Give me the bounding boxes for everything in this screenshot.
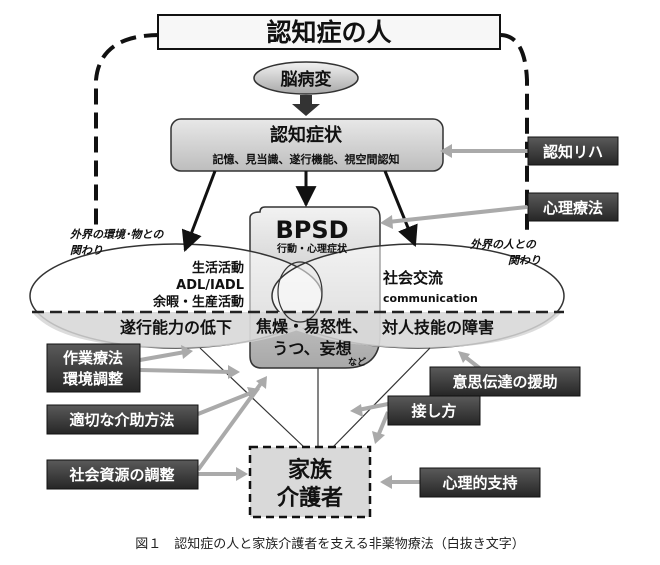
box-social-resources xyxy=(46,459,199,490)
cognitive-title: 認知症状 xyxy=(270,124,343,146)
arrow-head-approach-2 xyxy=(372,431,385,444)
arrow-social-resources-1 xyxy=(196,380,264,472)
bpsd-subtitle: 行動・心理症状 xyxy=(276,242,348,255)
left-activity-line3: 余暇・生産活動 xyxy=(152,294,244,310)
left-decline-text: 遂行能力の低下 xyxy=(120,318,232,337)
box-psych-support xyxy=(419,467,541,498)
family-line1: 家族 xyxy=(288,457,333,483)
line-right-to-family xyxy=(331,347,431,449)
left-oval-lower-shade xyxy=(32,312,320,348)
text-approach: 接し方 xyxy=(411,402,456,420)
arrow-psychotherapy xyxy=(387,205,528,224)
left-outer-label-line1: 外界の環境･物との xyxy=(69,228,164,241)
right-outer-label-line2: 関わり xyxy=(508,254,541,267)
family-caregiver-box xyxy=(248,445,372,519)
text-ot-line2: 環境調整 xyxy=(63,370,123,388)
text-cognitive-rehab: 認知リハ xyxy=(543,143,603,161)
left-activity-line1: 生活活動 xyxy=(192,260,244,276)
right-social-line1: 社会交流 xyxy=(382,269,443,287)
box-psychotherapy xyxy=(527,192,619,222)
arrow-ot-2 xyxy=(139,368,233,374)
arrow-cog-to-right xyxy=(383,170,418,247)
left-outer-label-line2: 関わり xyxy=(70,244,103,257)
arrow-approach-1 xyxy=(357,402,389,412)
bpsd-symptoms-line2: うつ、妄想 xyxy=(272,339,351,358)
right-social-line2: communication xyxy=(383,292,478,305)
brain-disease-ellipse xyxy=(253,61,359,95)
arrow-care-method xyxy=(197,390,254,416)
arrow-head-psychotherapy xyxy=(380,215,393,229)
arrow-head-communication-support xyxy=(458,351,470,363)
bpsd-symptoms-line1: 焦燥・易怒性、 xyxy=(255,317,368,336)
box-ot xyxy=(46,343,141,393)
box-communication-support xyxy=(429,366,581,397)
arrow-approach-2 xyxy=(376,411,390,437)
family-line2: 介護者 xyxy=(276,485,343,511)
text-psychotherapy: 心理療法 xyxy=(543,199,603,217)
arrow-head-psych-support xyxy=(380,475,392,489)
title-box xyxy=(157,14,501,50)
arrow-head-approach-1 xyxy=(350,404,363,417)
overlap-ring xyxy=(277,261,323,323)
text-communication-support: 意思伝達の援助 xyxy=(452,373,557,391)
arrow-head-cognitive-rehab xyxy=(440,144,452,158)
cognitive-subtitle: 記憶、見当識、遂行機能、視空間認知 xyxy=(213,152,400,166)
text-care-method: 適切な介助方法 xyxy=(69,411,174,429)
text-psych-support: 心理的支持 xyxy=(442,474,517,492)
text-ot-line1: 作業療法 xyxy=(63,349,123,367)
figure-caption: 図１ 認知症の人と家族介護者を支える非薬物療法（白抜き文字） xyxy=(135,536,525,552)
left-activity-line2: ADL/IADL xyxy=(176,278,244,293)
title-text: 認知症の人 xyxy=(266,18,391,47)
arrow-head-ot-2 xyxy=(228,365,240,379)
outer-dashed-loop-left xyxy=(94,33,161,230)
bpsd-etc: など xyxy=(348,356,366,368)
text-social-resources: 社会資源の調整 xyxy=(68,466,174,484)
right-oval-lower-shade xyxy=(276,312,562,348)
brain-disease-text: 脳病変 xyxy=(281,69,332,90)
arrow-head-social-resources-1 xyxy=(256,376,267,389)
arrow-ot-1 xyxy=(139,350,186,362)
down-arrow-thick xyxy=(292,95,320,116)
box-approach xyxy=(387,395,481,426)
right-outer-label-line1: 外界の人との xyxy=(469,238,537,251)
arrow-head-social-resources-2 xyxy=(236,467,248,481)
box-care-method xyxy=(46,404,199,435)
box-cognitive-rehab xyxy=(527,136,619,166)
outer-dashed-loop-right xyxy=(499,33,529,230)
arrow-head-ot-1 xyxy=(181,345,193,359)
arrow-cog-to-left xyxy=(181,170,217,252)
right-disorder-text: 対人技能の障害 xyxy=(381,318,494,337)
bpsd-title: BPSD xyxy=(275,216,348,244)
